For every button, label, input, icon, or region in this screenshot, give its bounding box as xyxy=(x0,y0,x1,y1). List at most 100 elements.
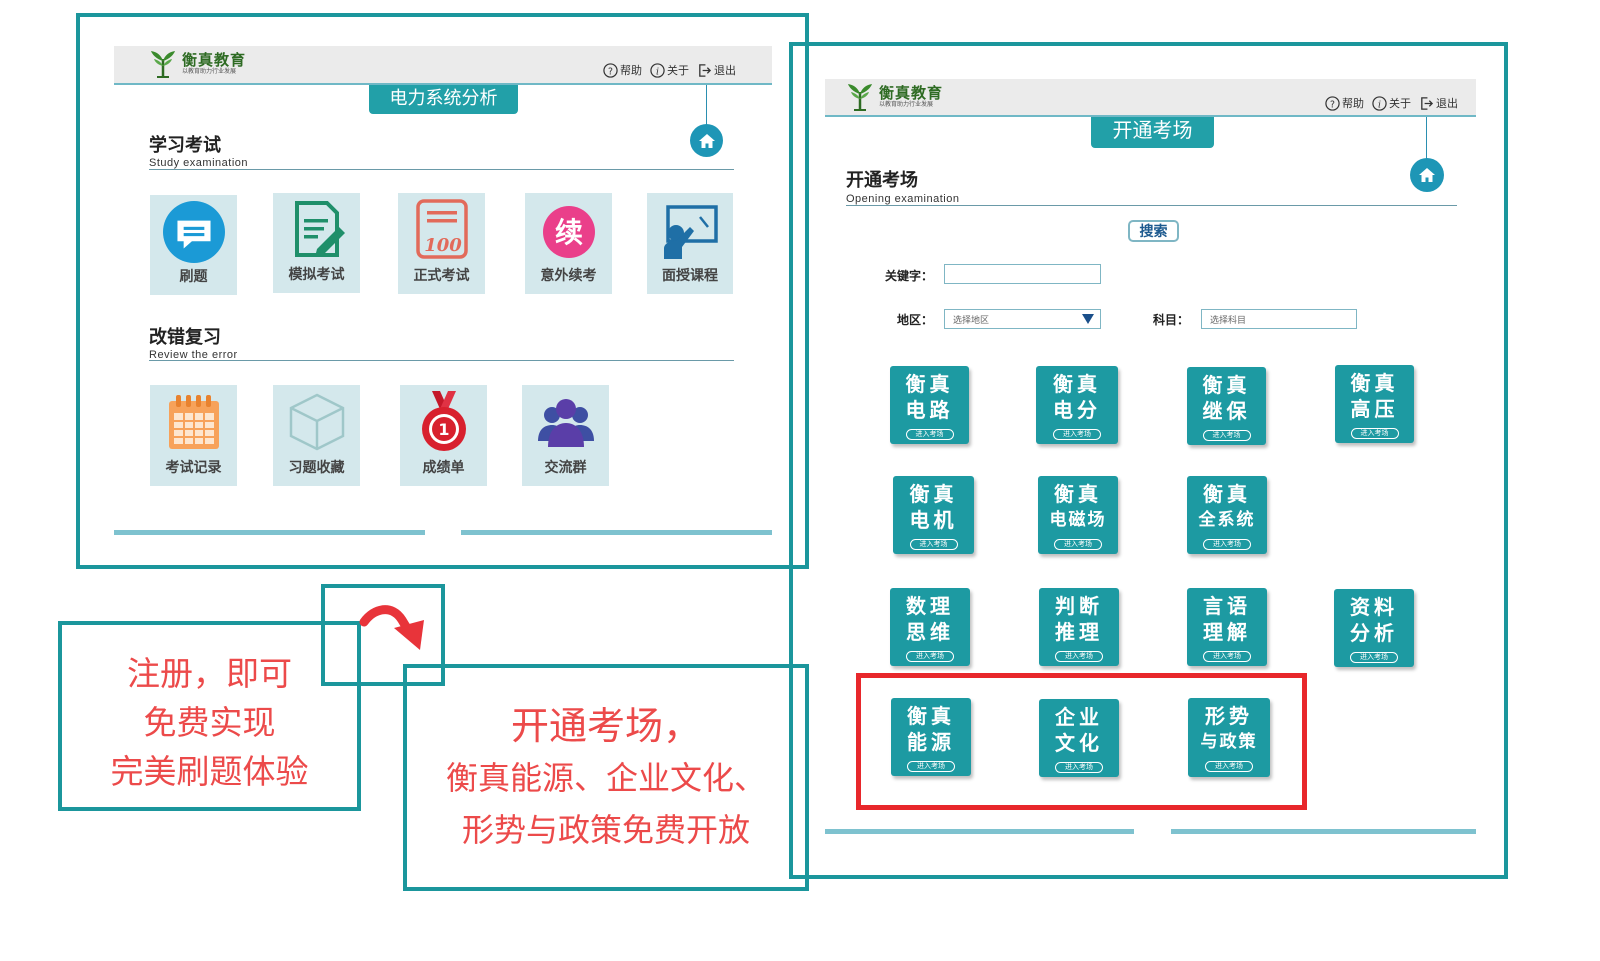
logo-subtext: 以教育助力行业发展 xyxy=(879,102,934,108)
tile-resume-exam[interactable]: 续 意外续考 xyxy=(525,193,612,294)
room-button-electromagnetic[interactable]: 衡真 电磁场 进入考场 xyxy=(1038,476,1118,554)
exit-button[interactable]: 退出 xyxy=(1419,95,1458,111)
room-line2: 电路 xyxy=(905,398,954,422)
tile-transcript[interactable]: 1 成绩单 xyxy=(400,385,487,486)
enter-room-label: 进入考场 xyxy=(1055,762,1103,773)
left-logo: 衡真教育 以教育助力行业发展 xyxy=(148,49,246,79)
enter-room-label: 进入考场 xyxy=(1203,651,1251,662)
room-line2: 能源 xyxy=(907,730,955,754)
room-button-corporate-culture[interactable]: 企业 文化 进入考场 xyxy=(1039,699,1119,777)
free-rooms-highlight-box xyxy=(856,673,1307,810)
room-button-power-analysis[interactable]: 衡真 电分 进入考场 xyxy=(1036,366,1118,444)
enter-room-label: 进入考场 xyxy=(1350,652,1398,663)
study-section-subtitle: Study examination xyxy=(149,157,248,169)
callout-line: 衡真能源、企业文化、 xyxy=(445,759,766,797)
tile-formal-exam[interactable]: 100 正式考试 xyxy=(398,193,485,294)
open-exam-section-divider xyxy=(846,205,1457,206)
tile-chat-group[interactable]: 交流群 xyxy=(522,385,609,486)
tile-practice[interactable]: 刷题 xyxy=(150,195,237,295)
about-button[interactable]: i 关于 xyxy=(650,62,689,78)
info-icon: i xyxy=(650,62,665,78)
room-button-verbal-comprehension[interactable]: 言语 理解 进入考场 xyxy=(1187,588,1267,666)
study-section-divider xyxy=(149,169,734,170)
room-button-full-system[interactable]: 衡真 全系统 进入考场 xyxy=(1187,476,1267,554)
room-button-situation-policy[interactable]: 形势 与政策 进入考场 xyxy=(1188,698,1270,777)
medal-icon: 1 xyxy=(421,391,466,451)
enter-room-label: 进入考场 xyxy=(905,429,954,440)
enter-room-label: 进入考场 xyxy=(1053,429,1101,440)
enter-room-label: 进入考场 xyxy=(1202,430,1251,441)
logo-text: 衡真教育 xyxy=(182,51,247,69)
room-line1: 数理 xyxy=(906,594,954,618)
tile-label: 模拟考试 xyxy=(288,266,345,282)
calendar-icon xyxy=(168,395,219,449)
tile-label: 考试记录 xyxy=(165,459,222,475)
tile-mock-exam[interactable]: 模拟考试 xyxy=(273,193,360,293)
room-button-high-voltage[interactable]: 衡真 高压 进入考场 xyxy=(1335,365,1414,443)
enter-room-label: 进入考场 xyxy=(1350,428,1399,439)
room-line2: 文化 xyxy=(1055,731,1103,755)
room-button-relay-protection[interactable]: 衡真 继保 进入考场 xyxy=(1187,367,1266,445)
svg-text:i: i xyxy=(656,66,659,77)
region-select-value: 选择地区 xyxy=(953,314,990,325)
room-line1: 衡真 xyxy=(1053,372,1101,396)
room-line2: 高压 xyxy=(1350,397,1399,421)
room-line1: 衡真 xyxy=(1203,482,1251,506)
callout-line: 注册，即可 xyxy=(127,654,292,693)
svg-text:i: i xyxy=(1378,99,1381,110)
enter-room-label: 进入考场 xyxy=(1205,761,1253,772)
help-label: 帮助 xyxy=(620,65,642,77)
tile-exam-records[interactable]: 考试记录 xyxy=(150,385,237,486)
left-page-title: 电力系统分析 xyxy=(369,85,518,114)
about-button[interactable]: i 关于 xyxy=(1372,95,1411,111)
review-section-subtitle: Review the error xyxy=(149,349,238,361)
right-footer-bar-right xyxy=(1171,829,1476,834)
continue-badge-icon: 续 xyxy=(542,206,595,258)
right-screen-frame xyxy=(789,42,1508,879)
logo-subtext: 以教育助力行业发展 xyxy=(182,69,237,75)
region-select[interactable]: 选择地区 xyxy=(944,309,1101,329)
enter-room-label: 进入考场 xyxy=(906,651,954,662)
room-line1: 衡真 xyxy=(1054,482,1102,506)
room-button-judgment-reasoning[interactable]: 判断 推理 进入考场 xyxy=(1039,588,1119,666)
help-button[interactable]: ? 帮助 xyxy=(603,62,642,78)
svg-text:?: ? xyxy=(608,66,613,77)
subject-label: 科目： xyxy=(1153,313,1190,327)
room-button-circuit[interactable]: 衡真 电路 进入考场 xyxy=(890,366,969,444)
keyword-input[interactable] xyxy=(944,264,1101,284)
exit-button[interactable]: 退出 xyxy=(697,62,736,78)
tile-favorites[interactable]: 习题收藏 xyxy=(273,385,360,486)
enter-room-label: 进入考场 xyxy=(909,539,958,550)
right-home-button[interactable] xyxy=(1410,158,1444,192)
room-button-data-analysis[interactable]: 资料 分析 进入考场 xyxy=(1334,589,1414,667)
subject-select[interactable]: 选择科目 xyxy=(1201,309,1357,329)
about-label: 关于 xyxy=(667,65,689,77)
review-section-title: 改错复习 xyxy=(149,327,221,347)
logo-text: 衡真教育 xyxy=(879,84,944,102)
group-icon xyxy=(537,399,594,447)
room-line1: 形势 xyxy=(1205,704,1253,728)
open-exam-section-title: 开通考场 xyxy=(846,170,918,190)
room-line1: 企业 xyxy=(1055,705,1103,729)
exam-paper-100-icon: 100 xyxy=(415,199,468,259)
tile-offline-course[interactable]: 面授课程 xyxy=(647,193,733,294)
dropdown-arrow-icon xyxy=(1082,314,1094,324)
room-button-energy[interactable]: 衡真 能源 进入考场 xyxy=(891,698,971,776)
room-line1: 衡真 xyxy=(905,372,954,396)
search-button[interactable]: 搜索 xyxy=(1128,220,1179,242)
help-button[interactable]: ? 帮助 xyxy=(1325,95,1364,111)
callout-line: 完美刷题体验 xyxy=(110,752,309,791)
room-line1: 衡真 xyxy=(1350,371,1399,395)
room-button-electric-machine[interactable]: 衡真 电机 进入考场 xyxy=(893,476,974,554)
tile-label: 成绩单 xyxy=(422,459,465,475)
svg-text:?: ? xyxy=(1330,99,1335,110)
left-home-button[interactable] xyxy=(690,124,723,157)
chat-bubble-icon xyxy=(162,201,225,263)
pencil-paper-icon xyxy=(294,201,345,257)
help-icon: ? xyxy=(1325,95,1340,111)
room-button-math-thinking[interactable]: 数理 思维 进入考场 xyxy=(890,588,970,666)
home-icon xyxy=(698,133,715,148)
room-line1: 衡真 xyxy=(909,482,958,506)
open-exam-section-subtitle: Opening examination xyxy=(846,193,960,205)
tile-label: 习题收藏 xyxy=(288,459,345,475)
